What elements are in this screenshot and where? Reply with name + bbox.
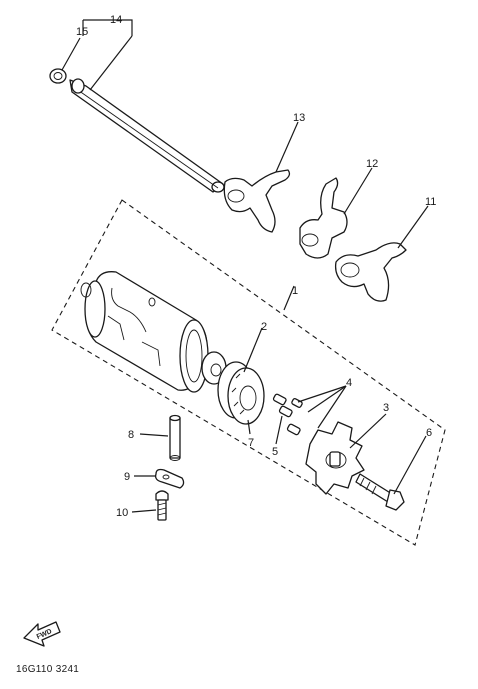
callout-5: 5	[272, 446, 278, 458]
screw	[155, 490, 169, 521]
forward-arrow-icon: FWD	[23, 621, 61, 647]
leader-lines	[61, 19, 429, 513]
shift-fork-guide-bar	[69, 78, 225, 193]
callout-7: 7	[248, 437, 254, 449]
segment-gear	[217, 361, 265, 425]
callout-6: 6	[426, 427, 432, 439]
dowel-pin-long	[169, 414, 181, 461]
callout-9: 9	[124, 471, 130, 483]
shift-fork-11	[334, 242, 407, 302]
callout-11: 11	[425, 196, 436, 208]
callout-8: 8	[128, 429, 134, 441]
shift-fork-12	[299, 177, 348, 259]
dowel-pins	[272, 393, 303, 436]
circlip	[49, 68, 67, 84]
shift-drum	[80, 271, 227, 393]
callout-13: 13	[293, 112, 305, 124]
callout-15: 15	[76, 26, 88, 38]
callout-10: 10	[116, 507, 128, 519]
stopper-plate	[305, 421, 365, 495]
callout-14: 14	[110, 14, 122, 26]
assembly-boundary	[51, 199, 446, 546]
callout-1: 1	[292, 285, 298, 297]
shift-fork-13	[223, 169, 291, 233]
callout-3: 3	[383, 402, 389, 414]
diagram-code: 16G110 3241	[16, 664, 79, 675]
callout-12: 12	[366, 158, 378, 170]
callout-4: 4	[346, 377, 352, 389]
bolt	[355, 473, 405, 511]
callout-2: 2	[261, 321, 267, 333]
locking-plate	[154, 468, 185, 489]
